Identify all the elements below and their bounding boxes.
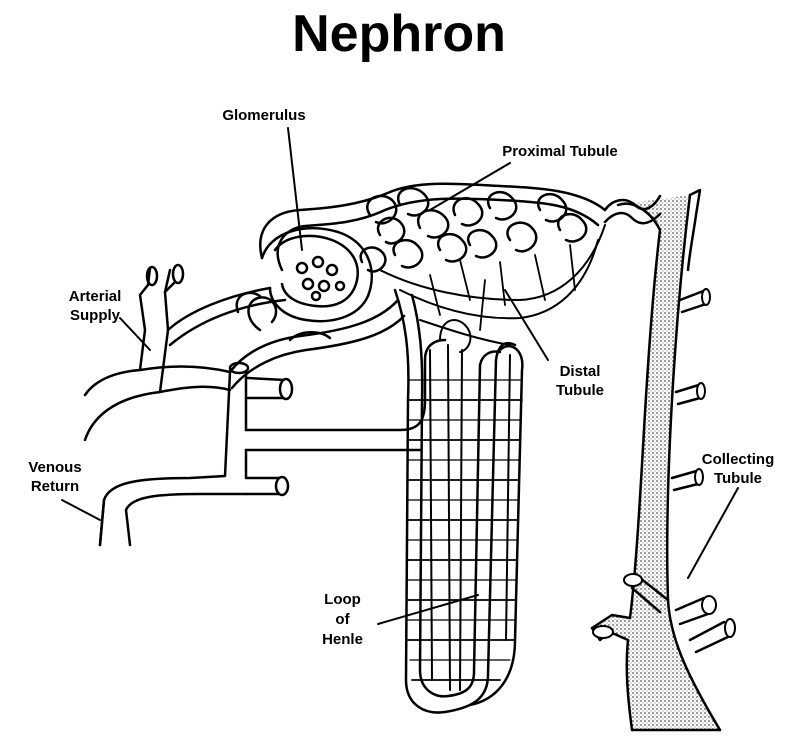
collecting-tubule-line2: Tubule [688,469,788,488]
proximal-tubule-label-text: Proximal Tubule [502,143,618,160]
loop-of-henle-label: Loop of Henle [305,590,380,650]
collecting-tubule-line1: Collecting [688,450,788,469]
venous-return-line2: Return [15,477,95,496]
glomerulus-label-text: Glomerulus [222,107,305,124]
proximal-tubule-label: Proximal Tubule [480,142,640,161]
venous-return [100,340,445,545]
distal-tubule-line1: Distal [540,362,620,381]
distal-tubule-label: Distal Tubule [540,362,620,400]
arterial-supply-line2: Supply [55,306,135,325]
collecting-tubule-label: Collecting Tubule [688,450,788,488]
loop-of-henle-line1: Loop [305,590,380,610]
loop-of-henle [395,290,522,713]
glomerulus [230,228,404,388]
venous-return-line1: Venous [15,458,95,477]
glomerulus-label: Glomerulus [205,106,323,125]
arterial-supply-label: Arterial Supply [55,287,135,325]
arterial-supply-line1: Arterial [55,287,135,306]
proximal-tubule [237,184,605,345]
venous-return-label: Venous Return [15,458,95,496]
distal-tubule-line2: Tubule [540,381,620,400]
loop-of-henle-line3: Henle [305,630,380,650]
loop-of-henle-line2: of [305,610,380,630]
